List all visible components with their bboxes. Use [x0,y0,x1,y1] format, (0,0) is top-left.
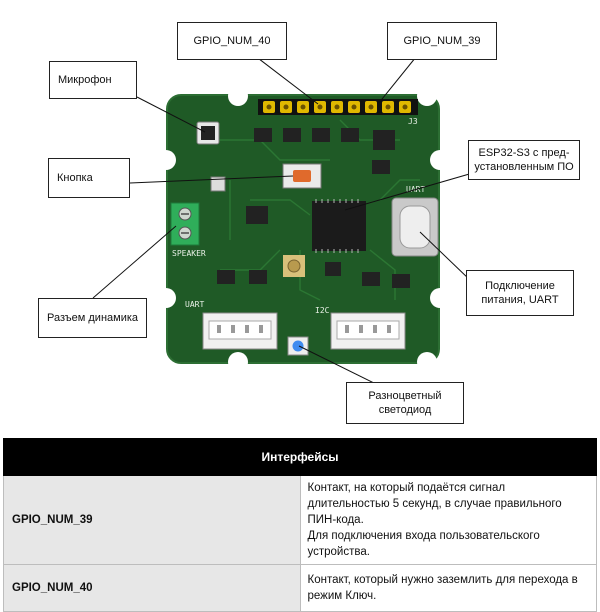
interfaces-table-header: Интерфейсы [3,438,597,476]
antenna-connector [283,255,305,277]
rgb-led [287,336,309,356]
table-row: GPIO_NUM_40 Контакт, который нужно зазем… [3,564,597,612]
callout-esp32: ESP32-S3 с пред-установленным ПО [468,140,580,180]
interfaces-table: Интерфейсы GPIO_NUM_39 Контакт, на котор… [3,438,597,612]
callout-led: Разноцветный светодиод [346,382,464,424]
board-diagram: J3 UART SPEAKER UART I2C GPIO_NUM_40 GPI… [38,22,580,424]
board-illustration: J3 UART SPEAKER UART I2C [92,51,498,387]
usb-c-port [391,197,439,257]
transistors-top [254,128,395,150]
gpio-header-j3 [258,99,418,115]
i2c-connector [330,312,406,350]
speaker-terminal [170,202,200,246]
silk-speaker: SPEAKER [172,249,206,258]
callout-gpio40: GPIO_NUM_40 [177,22,287,60]
table-row: GPIO_NUM_39 Контакт, на который подаётся… [3,475,597,565]
silk-i2c: I2C [315,306,330,315]
pin-description-line: Для подключения входа пользовательского … [307,530,540,558]
push-button-component [282,163,322,189]
microphone-component [196,121,220,145]
uart-connector [202,312,278,350]
callout-speaker-connector: Разъем динамика [38,298,147,338]
silk-j3: J3 [408,117,418,126]
silk-uart-left: UART [185,300,204,309]
callout-leaders [92,51,498,387]
pin-description-line: Контакт, на который подаётся сигнал длит… [307,482,562,526]
pin-description: Контакт, который нужно заземлить для пер… [299,564,597,612]
pin-name: GPIO_NUM_40 [3,564,301,612]
callout-button: Кнопка [48,158,130,198]
amplifier-chip [246,206,268,224]
callout-microphone: Микрофон [49,61,137,99]
callout-gpio39: GPIO_NUM_39 [387,22,497,60]
pin-description-line: Контакт, который нужно заземлить для пер… [307,574,578,602]
pin-name: GPIO_NUM_39 [3,475,301,565]
esp32-chip [312,199,366,253]
small-chip [210,176,226,192]
callout-power: Подключение питания, UART [466,270,574,316]
transistors-bottom [217,160,410,288]
pin-description: Контакт, на который подаётся сигнал длит… [299,475,597,565]
pcb-board [156,86,450,372]
